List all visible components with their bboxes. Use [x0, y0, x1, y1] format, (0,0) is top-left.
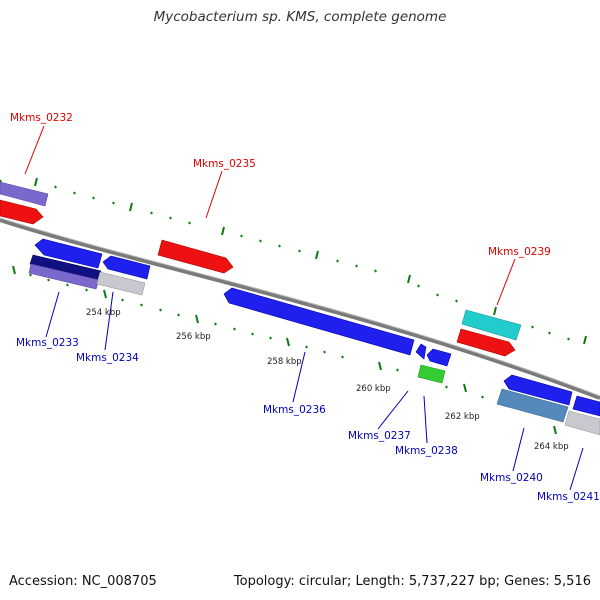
- tick-label-260: 260 kbp: [356, 384, 391, 394]
- gene-feature-mkms-0239[interactable]: [456, 328, 516, 357]
- gene-feature-mkms-0237[interactable]: [415, 343, 427, 360]
- tick-label-256: 256 kbp: [176, 332, 211, 342]
- gene-label-mkms-0234[interactable]: Mkms_0234: [76, 352, 139, 364]
- forward-leader-lines: [24, 125, 516, 306]
- reverse-strand-genes: [28, 238, 600, 436]
- gene-labels: Mkms_0232 Mkms_0233 Mkms_0234 Mkms_0235 …: [10, 112, 600, 503]
- gene-feature-mkms-0234[interactable]: [102, 255, 151, 280]
- gene-feature-mkms-0240[interactable]: [496, 388, 569, 423]
- position-tick-labels: 254 kbp 256 kbp 258 kbp 260 kbp 262 kbp …: [86, 308, 569, 452]
- gene-feature-mkms-0241-upper[interactable]: [572, 395, 600, 417]
- gene-feature-mkms-0239-upper[interactable]: [461, 309, 522, 341]
- gene-feature-mkms-0236[interactable]: [223, 287, 415, 356]
- forward-strand-genes: [0, 181, 522, 357]
- reverse-leader-lines: [45, 291, 584, 491]
- gene-label-mkms-0235[interactable]: Mkms_0235: [193, 158, 256, 170]
- gene-label-mkms-0240[interactable]: Mkms_0240: [480, 472, 543, 484]
- gene-feature-mkms-0241[interactable]: [564, 410, 600, 436]
- tick-label-254: 254 kbp: [86, 308, 121, 318]
- tick-label-258: 258 kbp: [267, 357, 302, 367]
- inner-tick-ring: [12, 265, 557, 435]
- outer-tick-ring: [0, 177, 587, 345]
- tick-label-264: 264 kbp: [534, 442, 569, 452]
- genome-backbone-highlight: [0, 217, 600, 397]
- gene-label-mkms-0238[interactable]: Mkms_0238: [395, 445, 458, 457]
- accession-text: Accession: NC_008705: [9, 574, 157, 589]
- gene-feature-mkms-0234-lower[interactable]: [96, 271, 146, 296]
- gene-feature-mkms-0235[interactable]: [157, 239, 234, 274]
- tick-label-262: 262 kbp: [445, 412, 480, 422]
- gene-label-mkms-0233[interactable]: Mkms_0233: [16, 337, 79, 349]
- gene-label-mkms-0239[interactable]: Mkms_0239: [488, 246, 551, 258]
- gene-label-mkms-0241[interactable]: Mkms_0241: [537, 491, 600, 503]
- genome-summary-text: Topology: circular; Length: 5,737,227 bp…: [233, 574, 591, 589]
- gene-label-mkms-0237[interactable]: Mkms_0237: [348, 430, 411, 442]
- gene-label-mkms-0236[interactable]: Mkms_0236: [263, 404, 326, 416]
- gene-label-mkms-0232[interactable]: Mkms_0232: [10, 112, 73, 124]
- gene-feature-mkms-0238-upper[interactable]: [426, 348, 452, 367]
- map-title: Mycobacterium sp. KMS, complete genome: [153, 9, 447, 25]
- gene-feature-mkms-0238[interactable]: [417, 364, 446, 384]
- gene-feature-mkms-0233-upper[interactable]: [34, 238, 103, 269]
- gene-feature-mkms-0233[interactable]: [28, 263, 100, 290]
- gene-feature-mkms-0232[interactable]: [0, 199, 44, 225]
- gene-feature-mkms-0240-upper[interactable]: [503, 374, 573, 406]
- gene-feature-mkms-0232-upper[interactable]: [0, 181, 49, 207]
- genome-backbone: [0, 218, 600, 400]
